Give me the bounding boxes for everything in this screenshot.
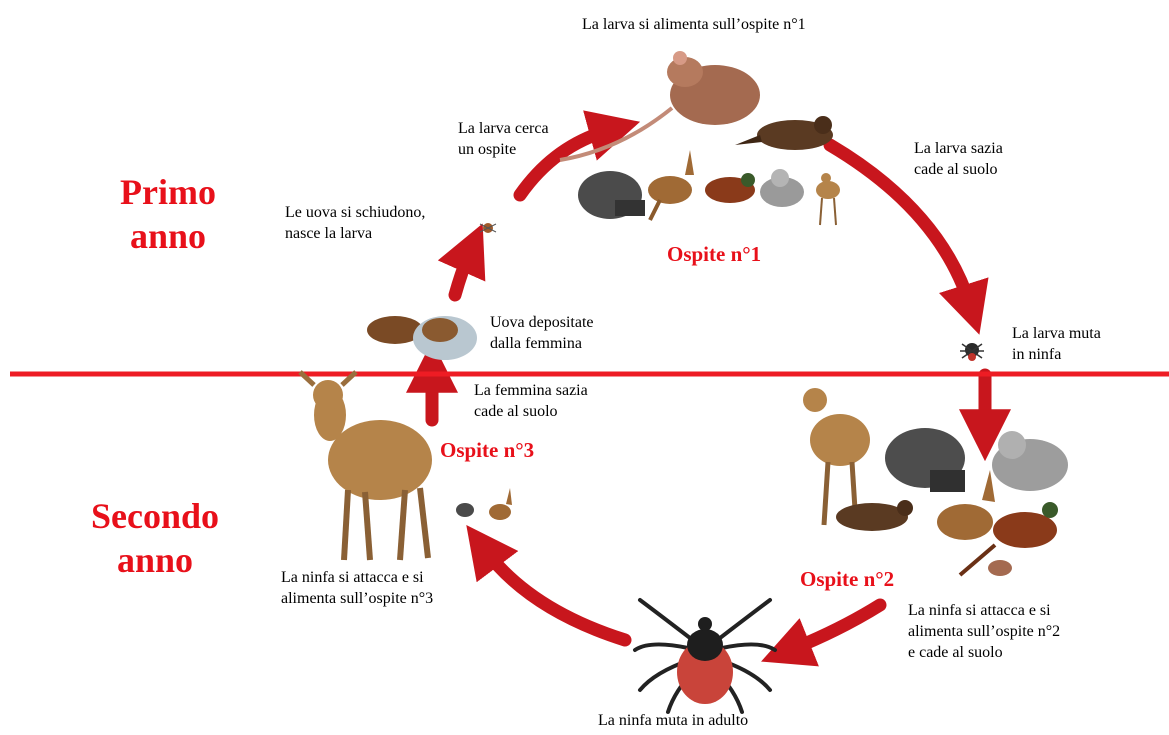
step-nymph-feeds-host3: La ninfa si attacca e si alimenta sull’o… [281,569,434,607]
arrow-adult-to-host3 [466,525,632,647]
arrow-larva-to-host1 [513,110,641,202]
hare-icon [937,470,995,540]
arrow-host1-to-molt [823,138,989,335]
deer-icon [298,370,432,561]
hare-icon [489,488,512,520]
hedgehog-icon [456,503,474,517]
host2-animals [803,388,1068,577]
year-label-second: Secondo anno [90,496,220,580]
hedgehog-icon [578,171,645,219]
mouse-icon [559,51,760,162]
squirrel-icon [760,169,804,207]
pheasant-icon [705,173,755,203]
arrow-eggs-to-hatch [437,223,486,302]
hedgehog-icon [885,428,965,492]
host3-label: Ospite n°3 [440,438,535,462]
step-larva-feeds: La larva si alimenta sull’ospite n°1 [582,16,806,33]
tick-nymph-icon [960,343,984,361]
bird-icon [735,116,833,150]
tick-larva-icon [479,223,497,233]
step-female-drops: La femmina sazia cade al suolo [474,382,588,420]
arrow-host2-to-adult [761,598,887,667]
tick-adult-icon [633,598,777,714]
host2-label: Ospite n°2 [800,567,895,591]
mouse-icon [988,560,1012,576]
step-eggs-hatch: Le uova si schiudono, nasce la larva [285,204,426,242]
step-larva-drops: La larva sazia cade al suolo [914,140,1003,178]
bird-icon [836,500,913,531]
year-label-first: Primo anno [120,172,216,256]
host1-animals [578,150,840,226]
cycle-arrows [406,110,1011,667]
deer-icon [816,173,840,226]
step-larva-seeks: La larva cerca un ospite [458,120,549,158]
step-larva-molts: La larva muta in ninfa [1012,325,1101,363]
eggs-icon [367,316,477,360]
step-nymph-molts: La ninfa muta in adulto [598,712,749,729]
deer-icon [803,388,870,526]
squirrel-icon [992,431,1068,491]
step-eggs-laid: Uova depositate dalla femmina [490,314,594,352]
host1-label: Ospite n°1 [667,242,762,266]
hare-icon [648,150,694,221]
step-nymph-feeds-host2: La ninfa si attacca e si alimenta sull’o… [908,602,1061,661]
host3-animals [298,370,512,561]
pheasant-icon [958,502,1058,577]
